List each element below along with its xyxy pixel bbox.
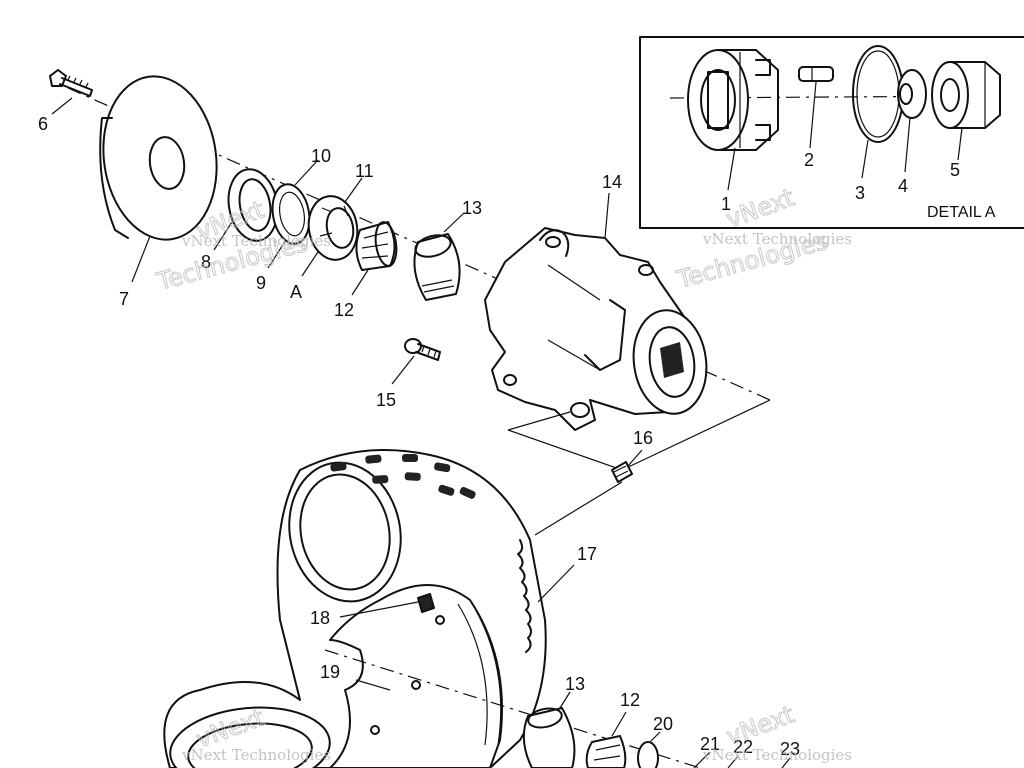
part-7-brake-disc [99, 75, 218, 241]
detail-part-3-snap-ring [852, 45, 904, 143]
watermark-text-2: vNext Technologies [702, 230, 852, 248]
callout-3: 3 [855, 183, 865, 203]
callout-18: 18 [310, 608, 330, 628]
callout-10: 10 [311, 146, 331, 166]
part-12b-bearing [585, 735, 627, 768]
callout-19: 19 [320, 662, 340, 682]
detail-part-4-washer [897, 69, 927, 119]
part-20-seal [637, 741, 659, 768]
detail-a-box: 1 2 3 4 5 DETAIL A [639, 36, 1024, 229]
part-6-bolt [49, 69, 93, 97]
callout-12b: 12 [620, 690, 640, 710]
part-12-tapered-bearing [355, 221, 398, 271]
part-14-wheel-hub [484, 227, 708, 431]
callout-8: 8 [201, 252, 211, 272]
detail-a-label: DETAIL A [927, 204, 996, 221]
watermark-text-4: vNext Technologies [702, 746, 852, 764]
watermark-text-1: vNext Technologies [181, 232, 331, 250]
part-10-ring [271, 183, 311, 245]
callout-1: 1 [721, 194, 731, 214]
part-15-bolt [404, 338, 441, 361]
callout-21: 21 [700, 734, 720, 754]
callout-11: 11 [355, 161, 374, 181]
callout-16: 16 [633, 428, 653, 448]
callout-20: 20 [653, 714, 673, 734]
callout-22: 22 [733, 737, 753, 757]
callout-7: 7 [119, 289, 129, 309]
part-13-bearing-race [413, 233, 461, 301]
callout-2: 2 [804, 150, 814, 170]
callout-13: 13 [462, 198, 482, 218]
callout-5: 5 [950, 160, 960, 180]
detail-part-1-collar [687, 49, 779, 151]
detail-part-5-castle-nut [931, 61, 1001, 129]
part-18-valve-stem [417, 593, 435, 613]
watermark-brand-2: vNext [722, 183, 797, 233]
tire-tread-lugs [330, 454, 476, 499]
part-13b-bearing-race [522, 707, 576, 768]
detail-part-2-pin [798, 66, 834, 82]
callout-6: 6 [38, 114, 48, 134]
callout-13b: 13 [565, 674, 585, 694]
part-11-collar [307, 195, 359, 261]
callout-A: A [290, 282, 302, 302]
callout-23: 23 [780, 739, 800, 759]
part-8-seal [227, 168, 279, 242]
callout-17: 17 [577, 544, 597, 564]
part-19-wheel-rim [169, 584, 503, 768]
lower-axle-centerline [324, 649, 701, 768]
callout-15: 15 [376, 390, 396, 410]
callout-9: 9 [256, 273, 266, 293]
part-16-stud [611, 461, 633, 483]
callout-4: 4 [898, 176, 908, 196]
watermark-text-3: vNext Technologies [181, 746, 331, 764]
callout-12: 12 [334, 300, 354, 320]
callout-14: 14 [602, 172, 622, 192]
